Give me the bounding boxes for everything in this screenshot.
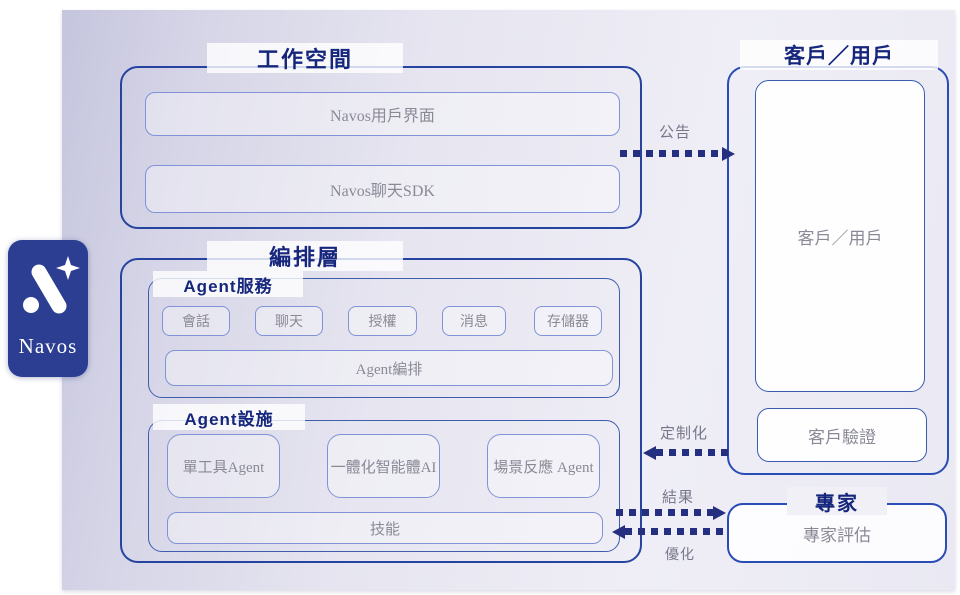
navos-sparkle-icon — [23, 256, 80, 314]
workspace-title: 工作空間 — [207, 43, 403, 73]
module-label: 會話 — [182, 315, 210, 330]
expert-evaluation-label: 專家評估 — [803, 525, 871, 545]
customer-user-inner-box: 客戶／用戶 — [755, 80, 925, 392]
navos-chat-sdk-box: Navos聊天SDK — [145, 165, 620, 213]
agent-label: 一體化智能體AI — [330, 459, 437, 476]
skills-label: 技能 — [369, 521, 400, 538]
customer-user-title: 客戶／用戶 — [740, 40, 938, 70]
module-chip-auth: 授權 — [348, 306, 417, 336]
results-arrow-line — [616, 509, 713, 516]
customer-user-label: 客戶／用戶 — [797, 228, 883, 248]
module-chip-chat: 聊天 — [255, 306, 323, 336]
announcement-arrow-line — [620, 150, 722, 157]
skills-bar: 技能 — [167, 512, 603, 544]
scene-reaction-agent-box: 場景反應 Agent — [487, 434, 600, 498]
results-arrow-label: 結果 — [661, 489, 694, 506]
module-label: 聊天 — [275, 315, 303, 330]
module-label: 存儲器 — [547, 315, 589, 330]
agent-label: 場景反應 Agent — [493, 459, 594, 476]
customization-arrowhead-icon — [643, 446, 656, 460]
agent-infra-box — [148, 420, 620, 552]
single-tool-agent-box: 單工具Agent — [167, 434, 280, 498]
navos-chat-sdk-label: Navos聊天SDK — [330, 183, 435, 200]
announcement-arrow-label: 公告 — [658, 124, 691, 141]
optimization-arrowhead-icon — [612, 525, 625, 539]
optimization-arrow-line — [625, 528, 727, 535]
agent-infra-title: Agent設施 — [153, 404, 305, 430]
expert-title: 專家 — [787, 487, 887, 515]
customer-verification-label: 客戶驗證 — [808, 427, 876, 447]
agent-services-box — [148, 278, 620, 398]
customization-arrow-label: 定制化 — [659, 425, 708, 442]
agent-orchestration-bar: Agent編排 — [165, 350, 613, 386]
orchestration-layer-title: 編排層 — [207, 241, 403, 271]
module-label: 授權 — [368, 315, 397, 330]
brand-name: Navos — [18, 334, 78, 358]
module-label: 消息 — [460, 315, 488, 330]
announcement-arrowhead-icon — [722, 147, 735, 161]
agent-label: 單工具Agent — [182, 459, 265, 476]
results-arrowhead-icon — [713, 506, 726, 520]
navos-ui-label: Navos用戶界面 — [330, 108, 435, 125]
module-chip-session: 會話 — [162, 306, 230, 336]
unified-ai-agent-box: 一體化智能體AI — [327, 434, 440, 498]
module-chip-storage: 存儲器 — [534, 306, 602, 336]
module-chip-message: 消息 — [442, 306, 506, 336]
customer-verification-box: 客戶驗證 — [757, 408, 927, 462]
optimization-arrow-label: 優化 — [665, 546, 695, 562]
customization-arrow-line — [656, 449, 728, 456]
navos-ui-box: Navos用戶界面 — [145, 92, 620, 136]
agent-services-title: Agent服務 — [153, 271, 303, 297]
navos-logo-card: Navos — [8, 240, 88, 377]
agent-orchestration-label: Agent編排 — [355, 361, 423, 378]
